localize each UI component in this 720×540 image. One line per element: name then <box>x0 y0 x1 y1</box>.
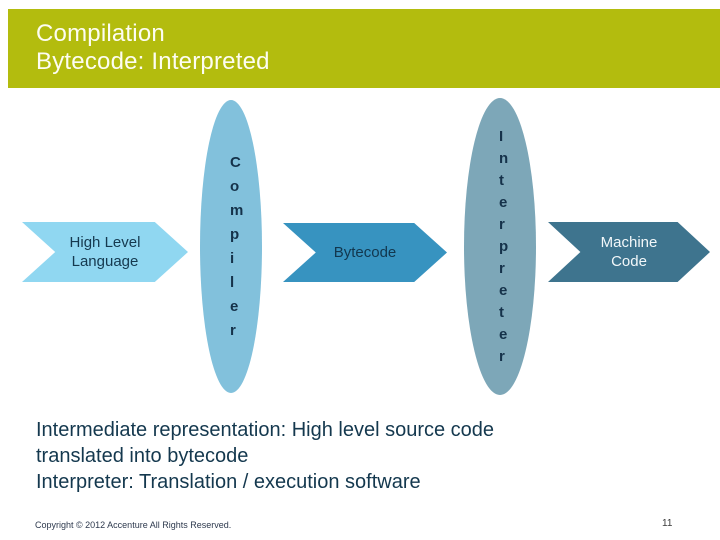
bytecode-arrow: Bytecode <box>283 223 447 282</box>
slide-title: Compilation Bytecode: Interpreted <box>36 20 270 76</box>
high-level-language-label: High Level Language <box>69 234 141 270</box>
body-text-line3: Interpreter: Translation / execution sof… <box>36 471 421 493</box>
body-text: Intermediate representation: High level … <box>36 417 494 495</box>
interpreter-ellipse: Interpreter <box>464 98 536 395</box>
bytecode-label: Bytecode <box>333 244 397 261</box>
machine-code-label: Machine Code <box>600 234 658 270</box>
body-text-line2: translated into bytecode <box>36 445 249 467</box>
high-level-language-arrow: High Level Language <box>22 222 188 282</box>
header-bar: Compilation Bytecode: Interpreted <box>8 9 720 88</box>
slide-title-line1: Compilation <box>36 20 165 47</box>
compiler-ellipse: Compiler <box>200 100 262 393</box>
body-text-line1: Intermediate representation: High level … <box>36 419 495 441</box>
compiler-label: Compiler <box>230 153 244 339</box>
slide-title-line2: Bytecode: Interpreted <box>36 48 270 75</box>
machine-code-arrow: Machine Code <box>548 222 710 282</box>
copyright-notice: Copyright © 2012 Accenture All Rights Re… <box>35 520 232 530</box>
page-number: 11 <box>662 518 673 529</box>
interpreter-label: Interpreter <box>499 127 509 365</box>
